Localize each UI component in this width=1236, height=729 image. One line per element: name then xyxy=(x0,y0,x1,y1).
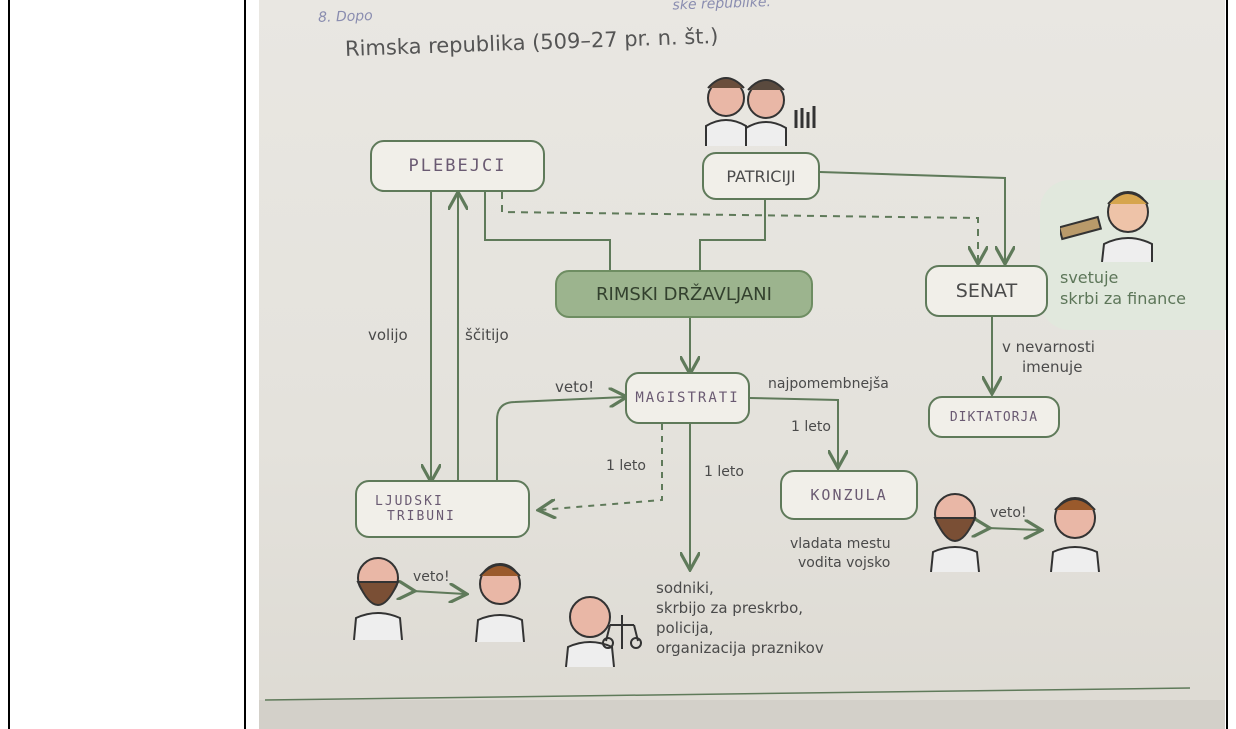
textbook-photo xyxy=(259,0,1225,729)
najpomembnejsa-label: najpomembnejša xyxy=(768,376,889,392)
magistrati-to-tribuni-dashed-arrow xyxy=(540,424,663,510)
konzula-term-label: 1 leto xyxy=(791,419,831,435)
sodniki-desc-2: skrbijo za preskrbo, xyxy=(656,599,804,617)
patricians-figure xyxy=(705,77,816,146)
judge-figure xyxy=(565,596,642,667)
sodniki-desc-4: organizacija praznikov xyxy=(656,639,824,657)
veto-tribuni-label: veto! xyxy=(413,569,450,585)
veto-konzula-label: veto! xyxy=(990,505,1027,521)
magistrati-to-konzula-arrow xyxy=(749,397,838,466)
sodniki-desc-3: policija, xyxy=(656,619,714,637)
volijo-label: volijo xyxy=(368,326,408,344)
scitijo-label: ščitijo xyxy=(465,326,509,344)
diktatorja-box: DIKTATORJA xyxy=(928,396,1060,438)
consul-figure xyxy=(1050,497,1100,572)
veto-arrow xyxy=(496,397,625,482)
veto-magistrati-label: veto! xyxy=(555,378,595,396)
tribuni-line-2: TRIBUNI xyxy=(387,509,456,524)
page-bottom-edge xyxy=(259,700,1225,729)
rimski-drzavljani-box: RIMSKI DRŽAVLJANI xyxy=(555,270,813,318)
magistrati-box: MAGISTRATI xyxy=(625,372,750,424)
senat-desc-2: skrbi za finance xyxy=(1060,289,1186,308)
konzula-box: KONZULA xyxy=(780,470,918,520)
nevarnost-label-2: imenuje xyxy=(1022,358,1083,376)
tribuni-line-1: LJUDSKI xyxy=(375,494,444,509)
tribune-figure xyxy=(475,563,525,642)
konzula-desc-1: vladata mestu xyxy=(790,536,891,552)
tribuni-veto-double-arrow xyxy=(413,591,465,594)
patriciji-to-senat-arrow xyxy=(819,171,1005,262)
nevarnost-label-1: v nevarnosti xyxy=(1002,338,1095,356)
plebejci-to-senat-dashed-arrow xyxy=(501,192,978,262)
tribuni-term-label: 1 leto xyxy=(606,458,646,474)
konzula-desc-2: vodita vojsko xyxy=(798,555,891,571)
konzula-veto-double-arrow xyxy=(988,528,1040,530)
senat-desc-1: svetuje xyxy=(1060,268,1119,287)
tribune-bearded-figure xyxy=(353,557,403,640)
plebejci-box: PLEBEJCI xyxy=(370,140,545,192)
patriciji-box: PATRICIJI xyxy=(702,152,820,200)
plebejci-to-citizens-line xyxy=(484,192,611,270)
senat-box: SENAT xyxy=(925,265,1048,317)
right-table-border xyxy=(1226,0,1228,729)
sodniki-term-label: 1 leto xyxy=(704,464,744,480)
sodniki-desc-1: sodniki, xyxy=(656,579,714,597)
left-table-cell xyxy=(8,0,246,729)
ljudski-tribuni-box: LJUDSKI TRIBUNI xyxy=(355,480,530,538)
patriciji-to-citizens-line xyxy=(699,200,766,270)
senator-figure xyxy=(1060,191,1153,262)
consul-bearded-figure xyxy=(930,493,980,572)
